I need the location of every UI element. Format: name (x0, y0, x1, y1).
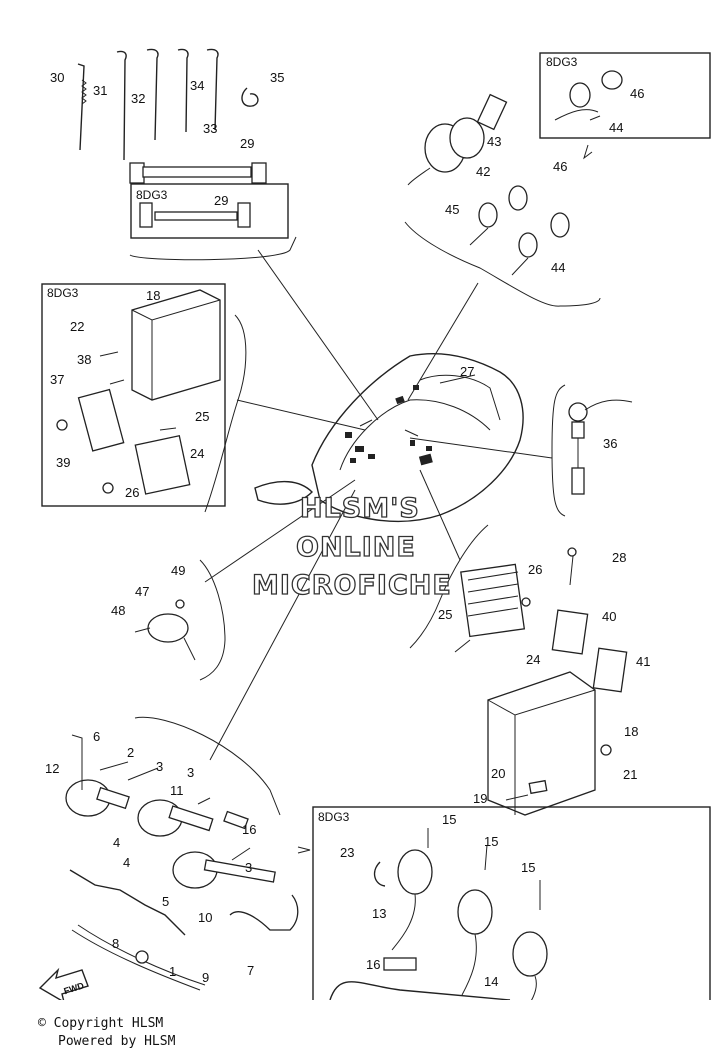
callout-1: 1 (169, 964, 176, 979)
callout-19: 19 (473, 791, 487, 806)
callout-4a: 4 (113, 835, 120, 850)
callout-40: 40 (602, 609, 616, 624)
callout-26a: 26 (125, 485, 139, 500)
callout-5: 5 (162, 894, 169, 909)
callout-12: 12 (45, 761, 59, 776)
ecu-group (487, 671, 612, 816)
engine-overview (254, 353, 524, 523)
callout-29a: 29 (240, 136, 254, 151)
variant-label-top-right: 8DG3 (546, 55, 578, 69)
fwd-label: FWD (63, 980, 86, 996)
callout-3b: 3 (187, 765, 194, 780)
callout-10: 10 (198, 910, 212, 925)
callout-16b: 16 (366, 957, 380, 972)
callout-42: 42 (476, 164, 490, 179)
callout-44b: 44 (551, 260, 565, 275)
watermark-line-2: ONLINE (296, 532, 416, 563)
callout-44a: 44 (609, 120, 623, 135)
callout-21: 21 (623, 767, 637, 782)
callout-8: 8 (112, 936, 119, 951)
exploded-parts-diagram: FWD 8DG3 8DG3 8DG3 8DG3 HLSM'S ONLINE MI… (38, 48, 711, 1000)
callout-9: 9 (202, 970, 209, 985)
callout-14: 14 (484, 974, 498, 989)
cable-ties-group (77, 48, 297, 261)
callout-3a: 3 (156, 759, 163, 774)
callout-20: 20 (491, 766, 505, 781)
callout-28: 28 (612, 550, 626, 565)
ignition-switch-group (404, 93, 601, 307)
callout-48: 48 (111, 603, 125, 618)
watermark-line-3: MICROFICHE (252, 570, 452, 601)
callout-32: 32 (131, 91, 145, 106)
callout-16a: 16 (242, 822, 256, 837)
copyright-text: © Copyright HLSM (38, 1016, 164, 1031)
callout-15a: 15 (442, 812, 456, 827)
powered-by-text: Powered by HLSM (58, 1034, 176, 1049)
callout-35: 35 (270, 70, 284, 85)
callout-25a: 25 (195, 409, 209, 424)
callout-36: 36 (603, 436, 617, 451)
callout-34: 34 (190, 78, 204, 93)
callout-3c: 3 (245, 860, 252, 875)
callout-38: 38 (77, 352, 91, 367)
callout-46b: 46 (553, 159, 567, 174)
callout-15b: 15 (484, 834, 498, 849)
callout-7: 7 (247, 963, 254, 978)
switch-8dg3-group (539, 52, 711, 139)
rectifier-group (409, 524, 628, 693)
callout-33: 33 (203, 121, 217, 136)
variant-label-top-left: 8DG3 (136, 188, 168, 202)
watermark-line-1: HLSM'S (300, 493, 420, 524)
callout-22: 22 (70, 319, 84, 334)
callout-24b: 24 (526, 652, 540, 667)
callout-13: 13 (372, 906, 386, 921)
callout-27: 27 (460, 364, 474, 379)
fwd-arrow-icon: FWD (38, 967, 89, 1000)
variant-label-bottom-right: 8DG3 (318, 810, 350, 824)
callout-49: 49 (171, 563, 185, 578)
callout-15c: 15 (521, 860, 535, 875)
callout-4b: 4 (123, 855, 130, 870)
callout-18a: 18 (146, 288, 160, 303)
callout-26b: 26 (528, 562, 542, 577)
callout-31: 31 (93, 83, 107, 98)
callout-2: 2 (127, 745, 134, 760)
callout-29b: 29 (214, 193, 228, 208)
callout-6: 6 (93, 729, 100, 744)
ecu-8dg3-group (41, 283, 247, 513)
callout-30: 30 (50, 70, 64, 85)
callout-46a: 46 (630, 86, 644, 101)
callout-23: 23 (340, 845, 354, 860)
variant-label-left: 8DG3 (47, 286, 79, 300)
callout-18b: 18 (624, 724, 638, 739)
callout-45: 45 (445, 202, 459, 217)
callout-37: 37 (50, 372, 64, 387)
sensor-36-group (551, 384, 633, 517)
callout-11: 11 (170, 783, 184, 798)
callout-43: 43 (487, 134, 501, 149)
callout-24a: 24 (190, 446, 204, 461)
callout-47: 47 (135, 584, 149, 599)
callout-numbers: 30 31 32 33 34 35 29 29 46 44 43 42 46 4… (45, 70, 650, 989)
callout-39: 39 (56, 455, 70, 470)
coil-8dg3-group (312, 806, 711, 1000)
callout-25b: 25 (438, 607, 452, 622)
sensor-47-group (134, 559, 226, 681)
callout-41: 41 (636, 654, 650, 669)
group-leader-lines (204, 144, 593, 854)
ignition-coil-group (65, 716, 299, 991)
